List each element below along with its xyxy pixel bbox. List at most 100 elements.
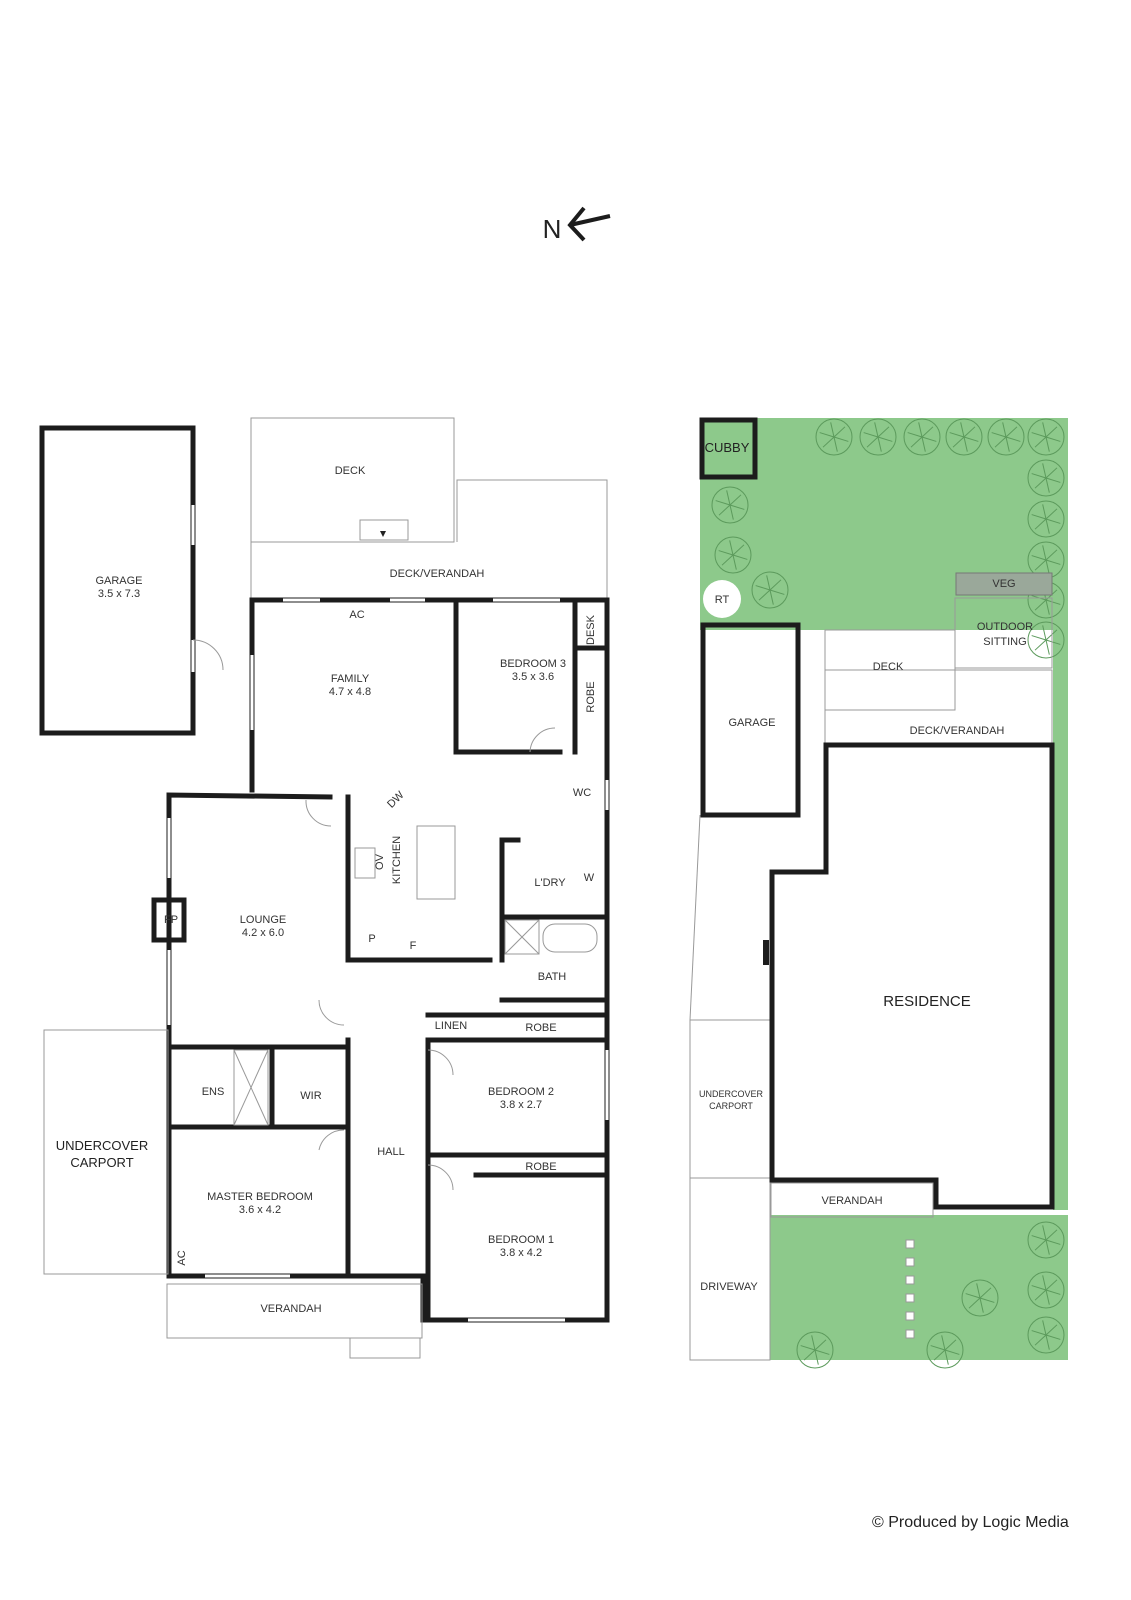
site-deck-label: DECK: [873, 661, 904, 673]
tree-branch: [769, 589, 785, 595]
driveway-label: DRIVEWAY: [700, 1281, 758, 1293]
tree-icon: [1027, 1316, 1065, 1354]
tree-branch: [1042, 422, 1047, 438]
site-deck-verandah-label: DECK/VERANDAH: [910, 725, 1005, 737]
tree-icon: [714, 536, 752, 574]
bedroom1-size: 3.8 x 4.2: [500, 1247, 542, 1259]
residence-label: RESIDENCE: [883, 993, 971, 1010]
tree-branch: [1042, 1275, 1047, 1291]
tree-branch: [1045, 639, 1050, 655]
tree-icon: [945, 418, 983, 456]
tree-branch: [1031, 1285, 1047, 1291]
tree-icon: [815, 418, 853, 456]
tree-branch: [1031, 473, 1047, 479]
tree-branch: [1045, 426, 1058, 438]
tree-branch: [1045, 436, 1061, 442]
bedroom3-size: 3.5 x 3.6: [512, 671, 554, 683]
tree-branch: [1042, 545, 1047, 561]
tree-icon: [859, 418, 897, 456]
tree-branch: [1034, 1334, 1047, 1346]
tree-branch: [811, 1335, 816, 1351]
carport-label-2: CARPORT: [70, 1155, 133, 1170]
tree-branch: [976, 1283, 981, 1299]
tree-branch: [1045, 599, 1050, 615]
tree-branch: [729, 540, 734, 556]
robe2-label: ROBE: [525, 1022, 556, 1034]
tree-branch: [830, 422, 835, 438]
robe1-label: ROBE: [525, 1161, 556, 1173]
tree-branch: [1045, 518, 1050, 534]
tree-branch: [1045, 508, 1058, 520]
tree-icon: [711, 486, 749, 524]
tree-branch: [814, 1349, 819, 1365]
lounge-size: 4.2 x 6.0: [242, 927, 284, 939]
tree-branch: [1002, 422, 1007, 438]
north-indicator: N: [543, 206, 611, 244]
trees: [711, 418, 1065, 1369]
tree-branch: [718, 504, 731, 516]
tree-branch: [732, 544, 745, 556]
wir-label: WIR: [300, 1090, 321, 1102]
tree-icon: [751, 571, 789, 609]
tree-branch: [769, 589, 774, 605]
bedroom2-label: BEDROOM 2: [488, 1086, 554, 1098]
wc-label: WC: [573, 787, 591, 799]
tree-branch: [1042, 463, 1047, 479]
tree-branch: [1042, 1320, 1047, 1336]
tree-branch: [1031, 555, 1047, 561]
deck-label: DECK: [335, 465, 366, 477]
tree-branch: [877, 436, 893, 442]
tree-branch: [963, 436, 979, 442]
residence-outline: [769, 742, 1055, 1210]
tree-branch: [952, 436, 965, 448]
tree-icon: [796, 1331, 834, 1369]
tree-branch: [1034, 1289, 1047, 1301]
tree-branch: [1034, 518, 1047, 530]
garage-size: 3.5 x 7.3: [98, 588, 140, 600]
tree-branch: [979, 1287, 992, 1299]
tree-branch: [963, 436, 968, 452]
tree-branch: [874, 422, 879, 438]
outdoor-sitting-label-1: OUTDOOR: [977, 621, 1033, 633]
tree-branch: [1031, 1330, 1047, 1336]
desk-label: DESK: [585, 614, 597, 645]
family-label: FAMILY: [331, 673, 370, 685]
tree-branch: [718, 550, 734, 556]
tree-branch: [1045, 477, 1050, 493]
master-bedroom-size: 3.6 x 4.2: [239, 1204, 281, 1216]
tree-branch: [979, 1297, 984, 1313]
verandah-label: VERANDAH: [260, 1303, 321, 1315]
tree-branch: [1034, 559, 1047, 571]
tree-branch: [1045, 436, 1050, 452]
tree-branch: [1045, 518, 1061, 524]
rainwater-tank: [703, 580, 741, 618]
tree-branch: [1034, 1239, 1047, 1251]
tree-branch: [1031, 432, 1047, 438]
kitchen-label: KITCHEN: [391, 836, 403, 884]
ov-label: OV: [374, 853, 386, 870]
tree-branch: [877, 426, 890, 438]
site-carport-label-1: UNDERCOVER: [699, 1089, 764, 1099]
tree-branch: [1042, 1225, 1047, 1241]
lawn: [700, 418, 1068, 1360]
tree-branch: [1034, 477, 1047, 489]
tree-branch: [721, 554, 734, 566]
site-plan: CUBBY RT VEG OUTDOOR SITTING DECK GARAGE…: [689, 417, 1068, 1369]
tree-branch: [1031, 1235, 1047, 1241]
site-carport-label-2: CARPORT: [709, 1101, 753, 1111]
hall-label: HALL: [377, 1146, 405, 1158]
tree-branch: [921, 426, 934, 438]
tree-branch: [729, 504, 734, 520]
tree-branch: [863, 432, 879, 438]
tree-branch: [941, 1335, 946, 1351]
fireplace-label: FP: [164, 914, 178, 926]
north-label: N: [543, 214, 562, 244]
tree-branch: [960, 422, 965, 438]
ensuite-label: ENS: [202, 1086, 225, 1098]
tree-branch: [803, 1349, 816, 1361]
tree-branch: [1045, 639, 1061, 645]
tree-branch: [1031, 514, 1047, 520]
bedroom1-label: BEDROOM 1: [488, 1234, 554, 1246]
tree-icon: [1027, 621, 1065, 659]
